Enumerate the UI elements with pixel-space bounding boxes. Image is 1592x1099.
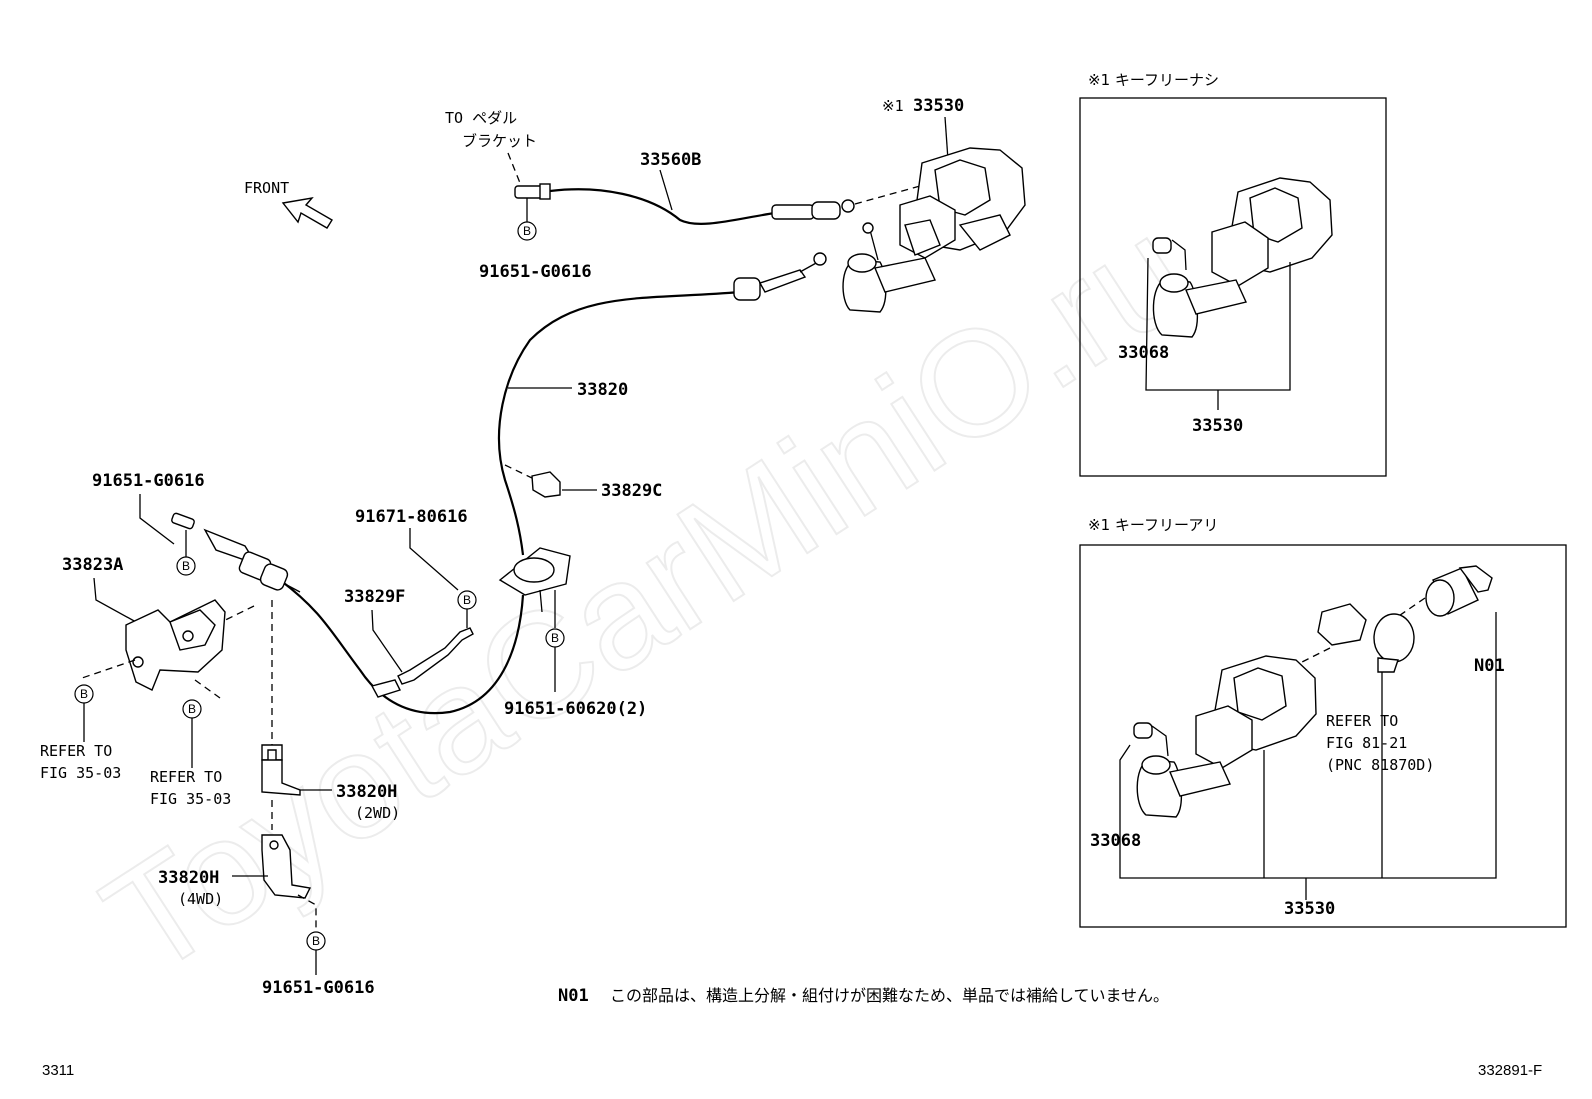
key-free-mark: ※1	[882, 97, 904, 115]
inset-bottom-part-33530: 33530	[1284, 899, 1335, 919]
clip-33829C	[531, 471, 561, 498]
bracket-33823A: 91651-G0616 B 33823A B REFER TO FIG 35-0…	[40, 471, 301, 808]
part-33829C: 33829C	[601, 481, 662, 501]
note-text: この部品は、構造上分解・組付けが困難なため、単品では補給していません。	[610, 986, 1169, 1005]
watermark: ToyotaCarMiniO.ru	[76, 185, 1216, 1007]
refer-fig-35-03-b-line1: REFER TO	[150, 768, 222, 786]
cable-33560B: TO ペダル ブラケット 33560B B 91651-G0616	[445, 109, 921, 282]
refer-fig-35-03-b-line2: FIG 35-03	[150, 790, 231, 808]
part-33820: 33820	[577, 380, 628, 400]
refer-fig-35-03-a-line2: FIG 35-03	[40, 764, 121, 782]
part-33560B: 33560B	[640, 150, 701, 170]
front-arrow-icon	[281, 196, 333, 229]
inset-bottom-n01: N01	[1474, 656, 1505, 676]
figure-number: 3311	[42, 1062, 74, 1079]
svg-text:B: B	[463, 593, 471, 607]
inset-bottom-refer-line2: FIG 81-21	[1326, 734, 1407, 752]
inset-bottom-refer-line3: (PNC 81870D)	[1326, 756, 1434, 774]
svg-text:B: B	[551, 631, 559, 645]
part-33829F: 33829F	[344, 587, 405, 607]
part-33530-main: 33530	[913, 96, 964, 116]
svg-text:B: B	[182, 559, 190, 573]
svg-text:B: B	[523, 224, 531, 238]
cable-33820: 33820 33829C B 91651-60620(2)	[279, 252, 827, 719]
label-4wd: (4WD)	[178, 890, 223, 908]
inset-top-part-33530: 33530	[1192, 416, 1243, 436]
bolt-91651-G0616-left: 91651-G0616	[92, 471, 205, 491]
svg-text:B: B	[80, 687, 88, 701]
part-33820H-2wd: 33820H	[336, 782, 397, 802]
bolt-91651-G0616-top: 91651-G0616	[479, 262, 592, 282]
to-pedal-label-1: TO ペダル	[445, 109, 517, 127]
part-91671-80616: 91671-80616	[355, 507, 468, 527]
bolt-91651-G0616-bottom: 91651-G0616	[262, 978, 375, 998]
to-pedal-label-2: ブラケット	[462, 132, 537, 150]
front-indicator: FRONT	[244, 179, 333, 229]
bracket-33820H-4wd: 33820H (4WD) B 91651-G0616	[158, 834, 375, 998]
bolt-marker	[517, 221, 537, 241]
inset-top-part-33068: 33068	[1118, 343, 1169, 363]
svg-text:B: B	[312, 934, 320, 948]
part-33820H-4wd: 33820H	[158, 868, 219, 888]
front-label: FRONT	[244, 179, 289, 197]
inset-with-key-free: ※1 キーフリーアリ N01 REFER TO FIG 81-21 (PNC 8…	[1079, 516, 1567, 928]
ignition-lock-assembly: ※1 33530	[842, 96, 1026, 313]
refer-fig-35-03-a-line1: REFER TO	[40, 742, 112, 760]
bracket-33820H-2wd: 33820H (2WD)	[261, 744, 400, 822]
inset-no-key-free: ※1 キーフリーナシ 33068 33530	[1079, 71, 1387, 477]
label-2wd: (2WD)	[355, 804, 400, 822]
inset-bottom-part-33068: 33068	[1090, 831, 1141, 851]
part-33823A: 33823A	[62, 555, 123, 575]
inset-top-title: ※1 キーフリーナシ	[1088, 71, 1219, 89]
illustration-code: 332891-F	[1478, 1062, 1542, 1079]
inset-bottom-refer-line1: REFER TO	[1326, 712, 1398, 730]
bolt-91651-60620: 91651-60620(2)	[504, 699, 647, 719]
note-code: N01	[558, 986, 589, 1006]
spring-33829F: 91671-80616 B 33829F	[344, 507, 477, 685]
inset-bottom-title: ※1 キーフリーアリ	[1088, 516, 1218, 534]
svg-text:B: B	[188, 702, 196, 716]
